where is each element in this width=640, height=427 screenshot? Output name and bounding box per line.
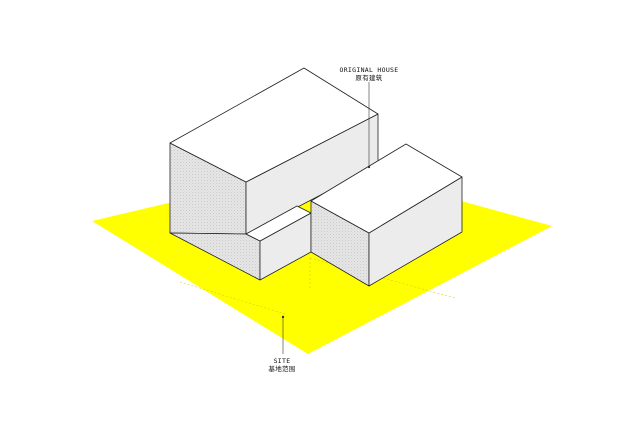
original-house-label-zh: 原有建筑 — [355, 74, 383, 82]
site-label-en: SITE — [273, 357, 291, 365]
site-label-zh: 基地范围 — [268, 365, 296, 373]
leader-original-house — [367, 82, 371, 169]
leader-site — [281, 315, 285, 354]
original-house-label: ORIGINAL HOUSE 原有建筑 — [336, 66, 402, 82]
original-house-block-a — [169, 67, 379, 235]
original-house-label-en: ORIGINAL HOUSE — [339, 66, 399, 74]
block-a-top-face — [169, 67, 379, 183]
block-c-top-face — [310, 143, 463, 234]
site-label: SITE 基地范围 — [256, 357, 308, 373]
original-house-block-c — [310, 143, 463, 287]
